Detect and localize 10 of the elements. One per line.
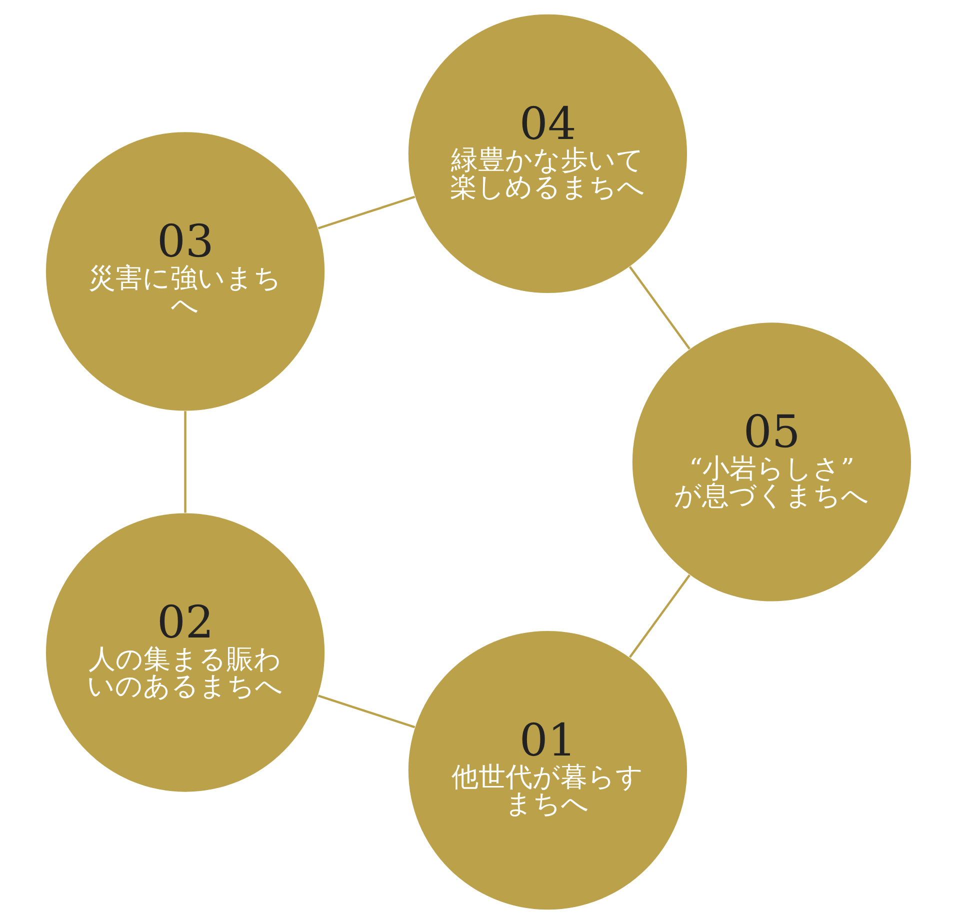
connector	[184, 411, 186, 513]
node-circle: 05 “小岩らしさ”が息づくまちへ	[632, 322, 912, 602]
connector	[628, 266, 690, 350]
node-circle: 04 緑豊かな歩いて楽しめるまちへ	[408, 14, 688, 293]
connector	[318, 694, 416, 728]
node-circle: 01 他世代が暮らすまちへ	[408, 631, 688, 910]
node-circle: 03 災害に強いまちへ	[46, 132, 325, 411]
node-circle: 02 人の集まる賑わいのあるまちへ	[46, 513, 325, 792]
connector	[318, 196, 416, 230]
connector	[628, 574, 690, 658]
